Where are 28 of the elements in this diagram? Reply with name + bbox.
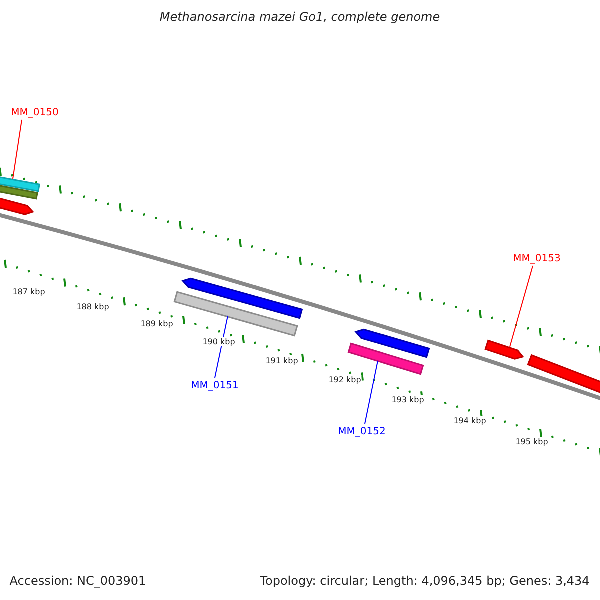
scale-label: 188 kbp	[76, 302, 110, 312]
gene-block	[174, 291, 298, 337]
gene-block	[0, 196, 34, 216]
gene-label: MM_0150	[11, 107, 59, 119]
leader-line	[364, 360, 378, 424]
leader-line	[510, 266, 534, 348]
scale-label: 195 kbp	[516, 437, 548, 447]
scale-label: 190 kbp	[202, 337, 236, 347]
gene-block	[0, 176, 40, 192]
title: Methanosarcina mazei Go1, complete genome	[160, 11, 440, 25]
scale-label: 191 kbp	[266, 356, 298, 366]
scale-label: 187 kbp	[12, 287, 46, 297]
gene-block	[0, 184, 38, 200]
gene-block	[348, 342, 424, 376]
gene-block	[527, 354, 600, 395]
genome-summary-text: Topology: circular; Length: 4,096,345 bp; Genes: 3,434	[260, 575, 590, 589]
gene-label: MM_0151	[191, 380, 239, 392]
gene-block	[182, 278, 304, 320]
gene-block	[484, 340, 524, 360]
scale-label: 189 kbp	[140, 319, 174, 329]
gene-block	[354, 328, 430, 358]
accession-text: Accession: NC_003901	[10, 575, 146, 589]
scale-label: 192 kbp	[328, 375, 362, 385]
gene-label: MM_0152	[338, 426, 386, 438]
scale-label: 193 kbp	[392, 395, 424, 405]
leader-line	[12, 120, 22, 180]
gene-label: MM_0153	[513, 253, 561, 265]
scale-label: 194 kbp	[454, 416, 486, 426]
